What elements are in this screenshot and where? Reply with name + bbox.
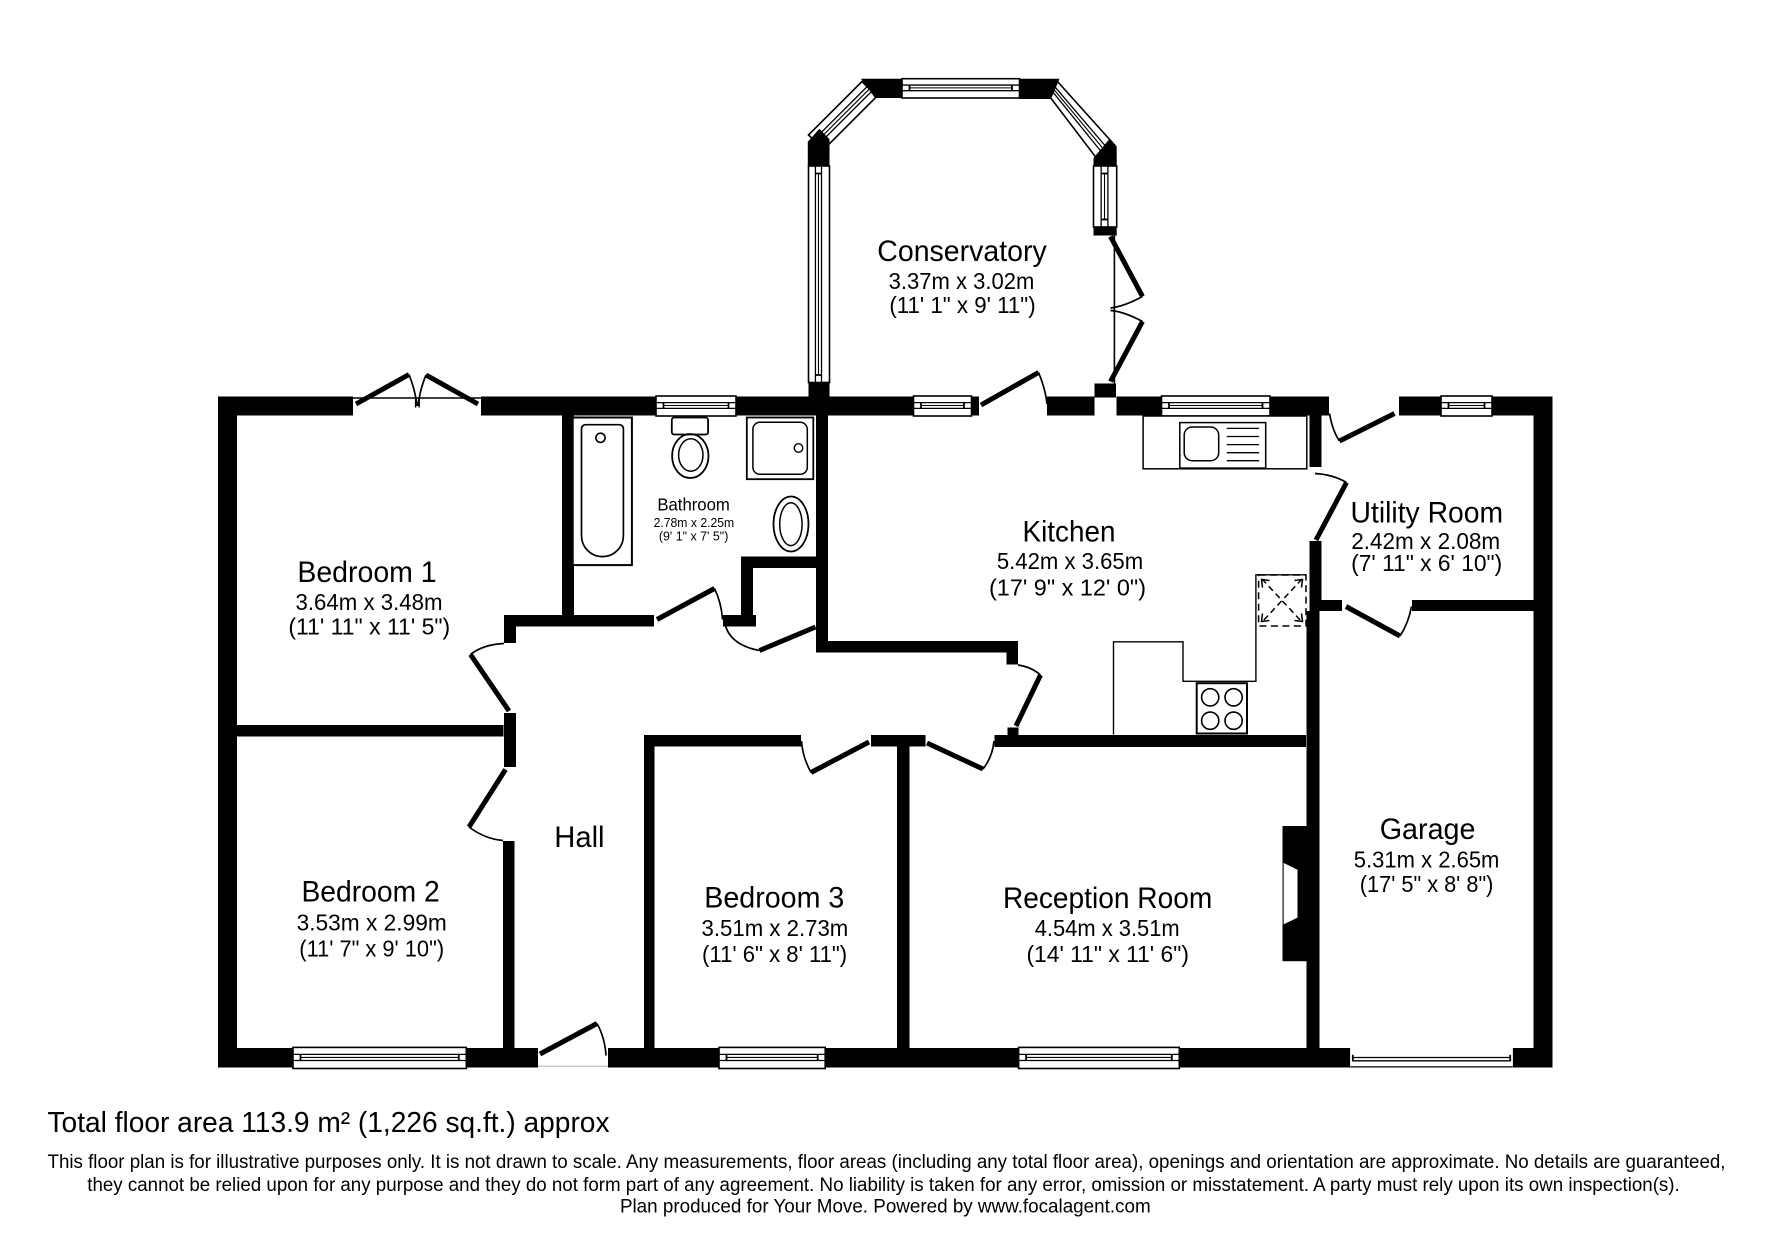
- svg-text:Bathroom: Bathroom: [657, 495, 730, 515]
- svg-text:(9' 1" x 7' 5"): (9' 1" x 7' 5"): [659, 528, 729, 543]
- svg-text:Utility Room: Utility Room: [1351, 497, 1504, 530]
- svg-text:Kitchen: Kitchen: [1023, 515, 1116, 548]
- svg-text:2.42m x 2.08m: 2.42m x 2.08m: [1351, 528, 1500, 554]
- svg-text:This floor plan is for illustr: This floor plan is for illustrative purp…: [48, 1152, 1726, 1173]
- svg-text:they cannot be relied upon for: they cannot be relied upon for any purpo…: [87, 1175, 1680, 1196]
- svg-text:(11' 1" x 9' 11"): (11' 1" x 9' 11"): [889, 292, 1035, 318]
- svg-text:(17' 9" x 12' 0"): (17' 9" x 12' 0"): [989, 575, 1146, 601]
- svg-text:(7' 11" x 6' 10"): (7' 11" x 6' 10"): [1351, 550, 1502, 576]
- svg-text:2.78m x 2.25m: 2.78m x 2.25m: [654, 515, 735, 530]
- svg-text:(11' 6" x 8' 11"): (11' 6" x 8' 11"): [702, 941, 847, 967]
- svg-text:Bedroom 3: Bedroom 3: [704, 882, 844, 915]
- svg-text:Bedroom 2: Bedroom 2: [301, 876, 439, 909]
- svg-text:Conservatory: Conservatory: [877, 235, 1046, 268]
- svg-text:Hall: Hall: [554, 821, 604, 854]
- svg-text:3.64m x 3.48m: 3.64m x 3.48m: [296, 589, 443, 615]
- svg-text:(14' 11" x 11' 6"): (14' 11" x 11' 6"): [1026, 941, 1189, 967]
- svg-text:(17' 5" x 8' 8"): (17' 5" x 8' 8"): [1360, 871, 1494, 897]
- svg-text:3.51m x 2.73m: 3.51m x 2.73m: [702, 915, 849, 941]
- svg-text:5.42m x 3.65m: 5.42m x 3.65m: [997, 548, 1143, 574]
- svg-text:Plan produced for Your Move. P: Plan produced for Your Move. Powered by …: [620, 1196, 1151, 1217]
- svg-text:Reception Room: Reception Room: [1003, 882, 1212, 915]
- svg-text:(11' 11" x 11' 5"): (11' 11" x 11' 5"): [288, 614, 450, 640]
- svg-text:(11' 7" x 9' 10"): (11' 7" x 9' 10"): [299, 936, 444, 962]
- svg-text:Garage: Garage: [1380, 813, 1476, 846]
- svg-text:3.37m x 3.02m: 3.37m x 3.02m: [889, 268, 1035, 294]
- svg-text:4.54m x 3.51m: 4.54m x 3.51m: [1035, 915, 1180, 941]
- svg-text:5.31m x 2.65m: 5.31m x 2.65m: [1354, 847, 1500, 873]
- svg-text:Total floor area 113.9 m² (1,2: Total floor area 113.9 m² (1,226 sq.ft.)…: [48, 1107, 610, 1139]
- svg-text:3.53m x 2.99m: 3.53m x 2.99m: [297, 909, 447, 935]
- svg-text:Bedroom 1: Bedroom 1: [297, 556, 436, 589]
